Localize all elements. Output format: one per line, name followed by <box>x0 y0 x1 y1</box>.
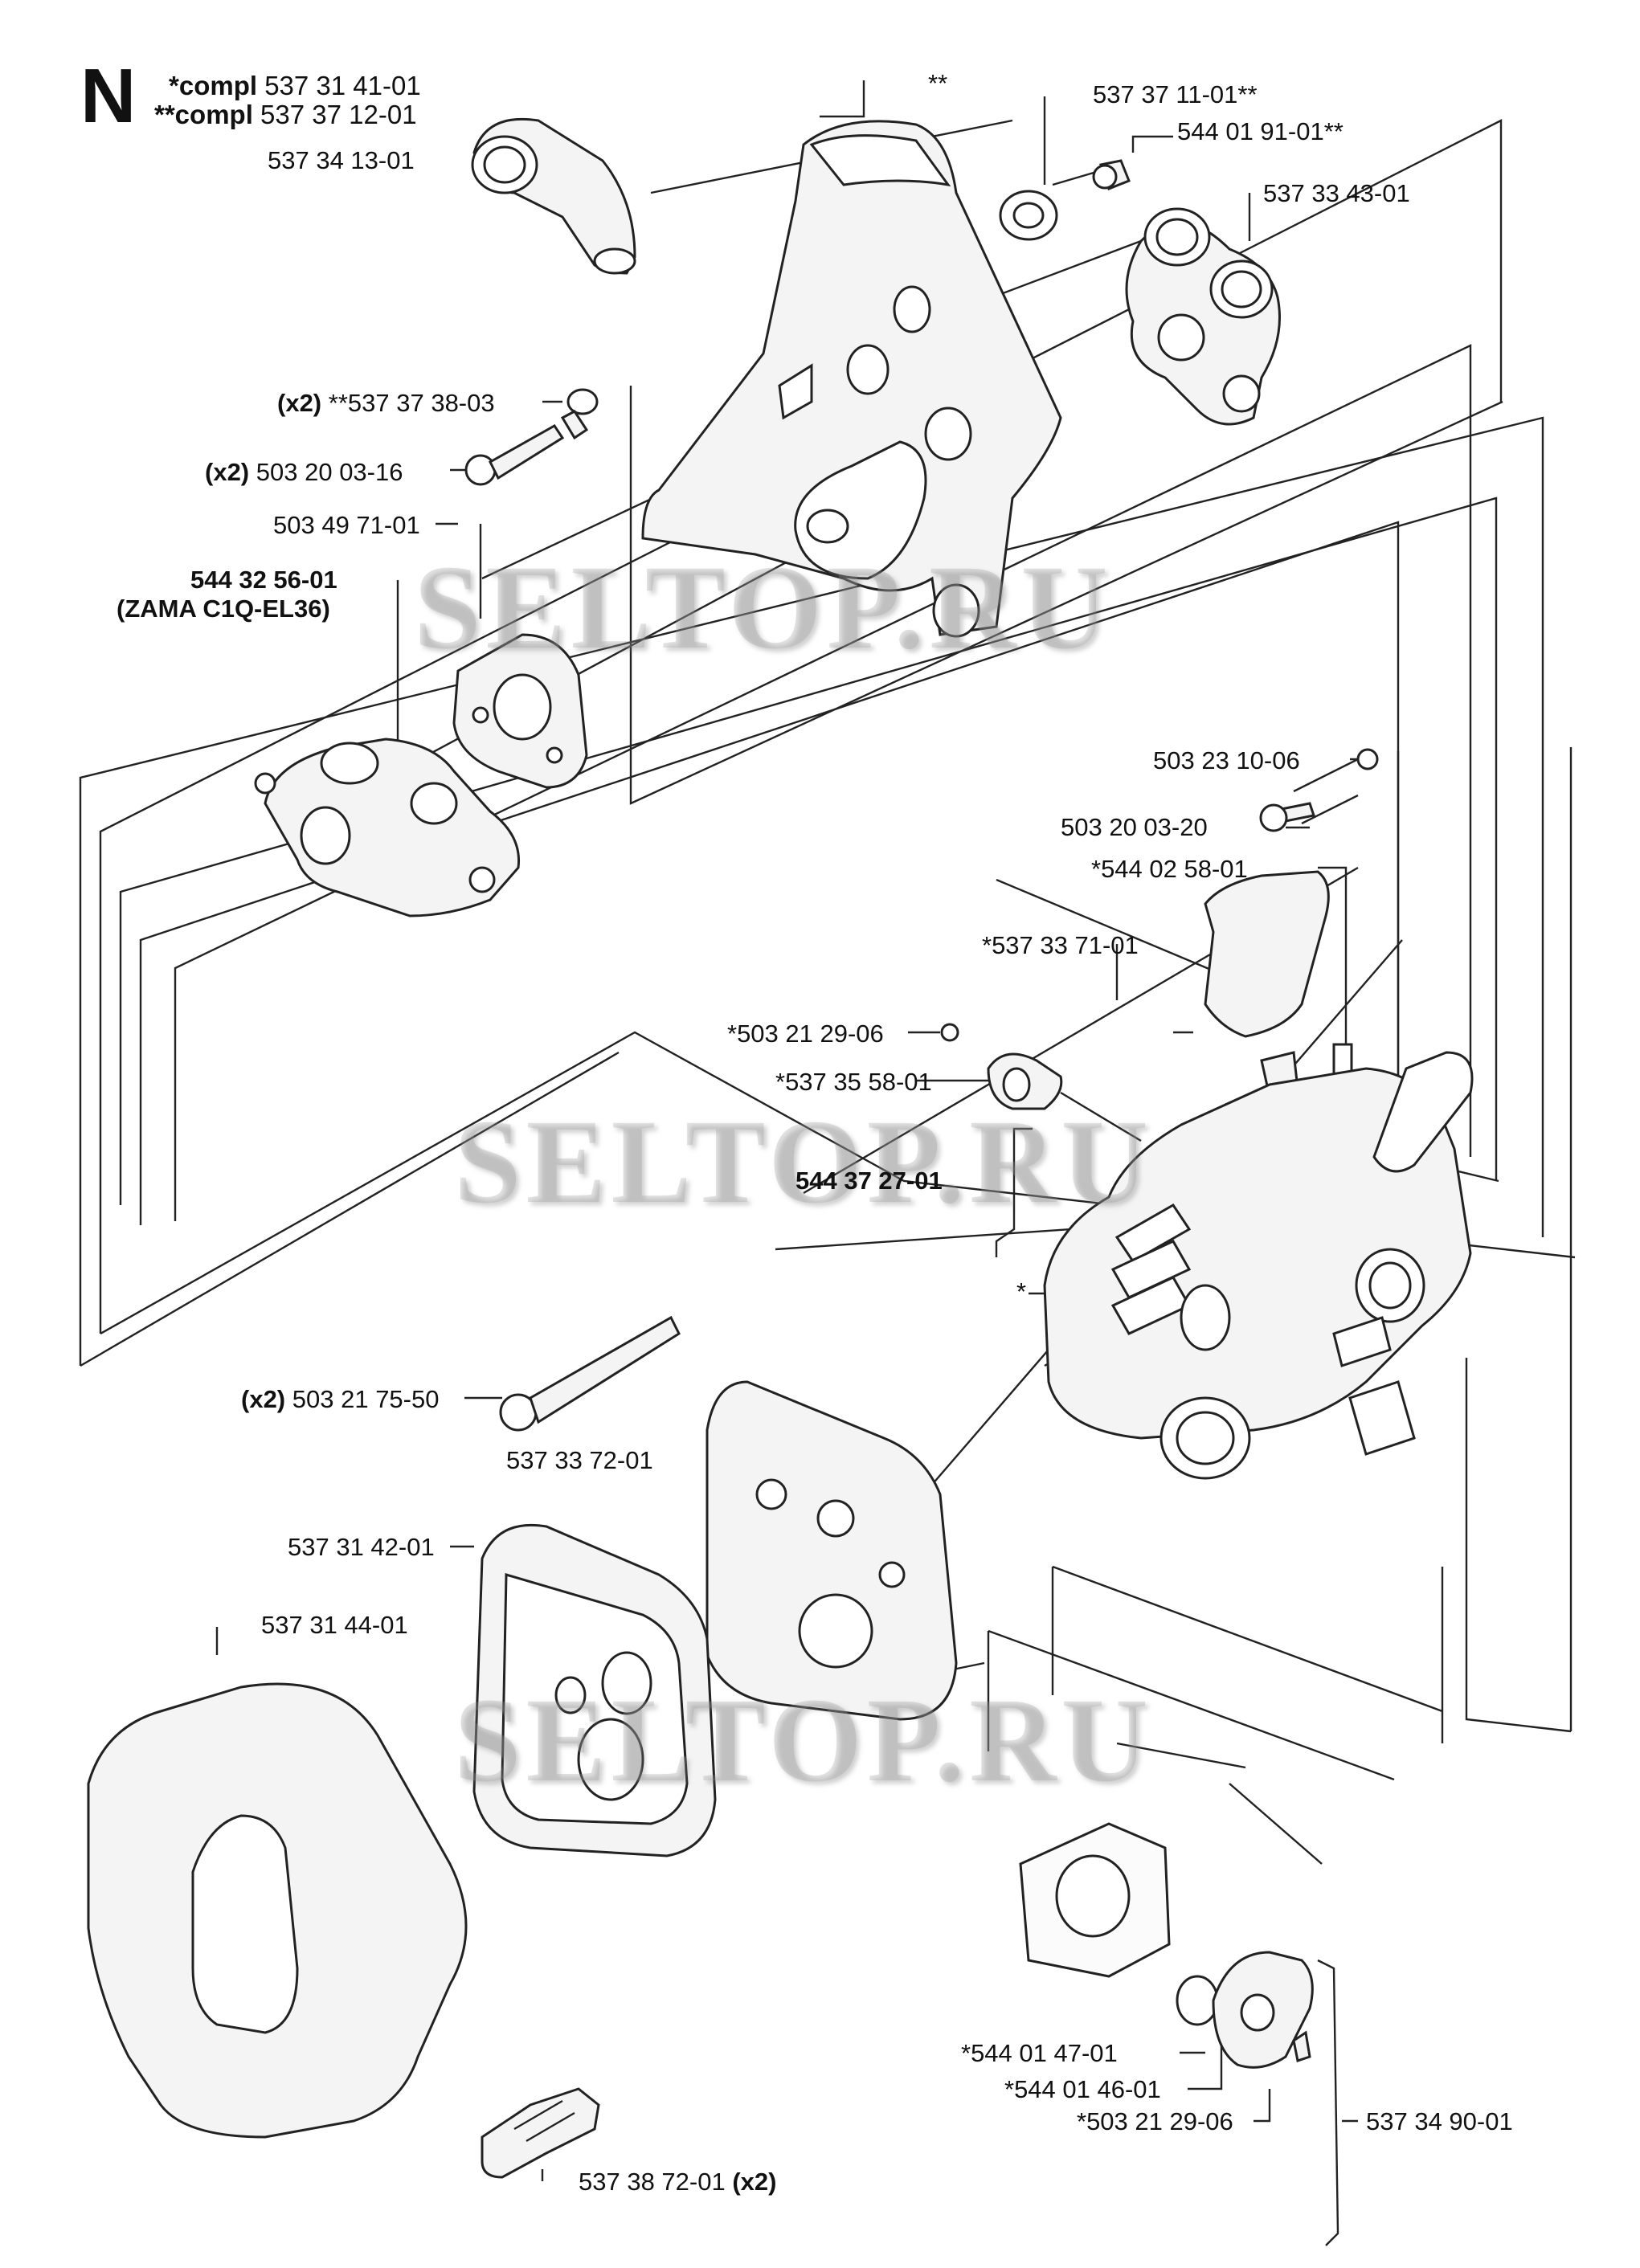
label-503-21-29-06-bottom: *503 21 29-06 <box>1077 2107 1233 2135</box>
label-x2-c: (x2) <box>241 1385 286 1413</box>
compl-prefix-1: *compl <box>169 71 258 100</box>
choke-assembly <box>1019 1822 1339 2246</box>
label-544-32-56-01: 544 32 56-01 <box>190 566 337 594</box>
label-537-31-42-01: 537 31 42-01 <box>288 1533 435 1561</box>
label-544-02-58-01: *544 02 58-01 <box>1091 855 1248 883</box>
label-zama: (ZAMA C1Q-EL36) <box>117 595 330 623</box>
filter-cover <box>87 1682 468 2139</box>
watermark-1: SELTOP.RU <box>414 541 1113 674</box>
cover-clip <box>481 2087 600 2179</box>
label-537-35-58-01: *537 35 58-01 <box>775 1068 932 1096</box>
intake-adapter-plate <box>641 120 1062 638</box>
compl-prefix-2: **compl <box>154 100 253 129</box>
long-screw <box>499 1315 681 1432</box>
label-544-01-91-01: 544 01 91-01** <box>1177 117 1343 145</box>
label-537-33-43-01: 537 33 43-01 <box>1263 179 1410 207</box>
label-544-01-47-01: *544 01 47-01 <box>961 2039 1118 2067</box>
label-single-star: * <box>1016 1277 1027 1306</box>
throttle-parts <box>940 748 1379 1257</box>
label-503-49-71-01: 503 49 71-01 <box>273 511 420 539</box>
label-537-33-71-01: *537 33 71-01 <box>982 931 1139 959</box>
carburetor <box>254 738 521 917</box>
label-503-20-03-20: 503 20 03-20 <box>1061 813 1208 841</box>
label-x2-a: (x2) <box>277 389 322 417</box>
label-537-38-72-01: 537 38 72-01 <box>579 2168 726 2196</box>
label-537-33-72-01: 537 33 72-01 <box>506 1446 653 1474</box>
filter-gasket <box>705 1380 958 1721</box>
compl-line-1: *compl 537 31 41-01 <box>169 71 421 101</box>
carburetor-insulator <box>1125 207 1281 426</box>
label-537-37-38-03: **537 37 38-03 <box>328 389 495 417</box>
label-537-37-38-03-row: (x2) **537 37 38-03 <box>277 389 495 418</box>
intake-elbow <box>471 117 636 275</box>
label-544-01-46-01: *544 01 46-01 <box>1004 2075 1161 2103</box>
label-537-31-44-01: 537 31 44-01 <box>261 1611 408 1639</box>
filter-frame <box>472 1523 717 1857</box>
label-503-23-10-06: 503 23 10-06 <box>1153 746 1300 774</box>
compl-line-2: **compl 537 37 12-01 <box>154 100 417 130</box>
screws-left <box>464 388 599 486</box>
carburetor-gasket <box>452 633 588 789</box>
label-544-37-27-01: 544 37 27-01 <box>795 1167 943 1195</box>
filter-housing <box>1043 1051 1474 1480</box>
label-503-20-03-16-row: (x2) 503 20 03-16 <box>205 458 403 487</box>
label-537-34-13-01: 537 34 13-01 <box>268 146 415 174</box>
bushing-parts <box>999 159 1131 241</box>
label-double-star-top: ** <box>928 69 948 97</box>
label-x2-d: (x2) <box>732 2168 777 2196</box>
section-letter: N <box>80 53 137 139</box>
watermark-2: SELTOP.RU <box>454 1095 1153 1228</box>
compl-number-1: 537 31 41-01 <box>264 71 421 100</box>
label-537-37-11-01: 537 37 11-01** <box>1093 80 1258 108</box>
label-x2-b: (x2) <box>205 458 250 486</box>
compl-number-2: 537 37 12-01 <box>260 100 417 129</box>
label-537-34-90-01: 537 34 90-01 <box>1366 2107 1513 2135</box>
watermark-3: SELTOP.RU <box>454 1673 1153 1807</box>
label-503-21-75-50-row: (x2) 503 21 75-50 <box>241 1385 439 1414</box>
label-503-21-29-06-top: *503 21 29-06 <box>727 1020 884 1048</box>
label-503-21-75-50: 503 21 75-50 <box>292 1385 440 1413</box>
label-503-20-03-16: 503 20 03-16 <box>256 458 403 486</box>
label-537-38-72-01-row: 537 38 72-01 (x2) <box>579 2168 776 2196</box>
